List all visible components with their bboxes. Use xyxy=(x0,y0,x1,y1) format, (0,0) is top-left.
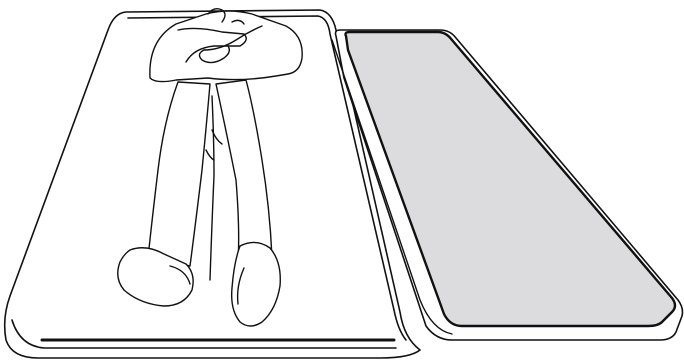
person-right-leg xyxy=(216,80,272,262)
mattress-front-edge xyxy=(12,320,396,348)
person-left-leg xyxy=(148,82,210,266)
board xyxy=(332,30,683,340)
person xyxy=(118,9,302,326)
board-pad xyxy=(346,32,676,326)
person-trouser-crease xyxy=(210,96,214,280)
